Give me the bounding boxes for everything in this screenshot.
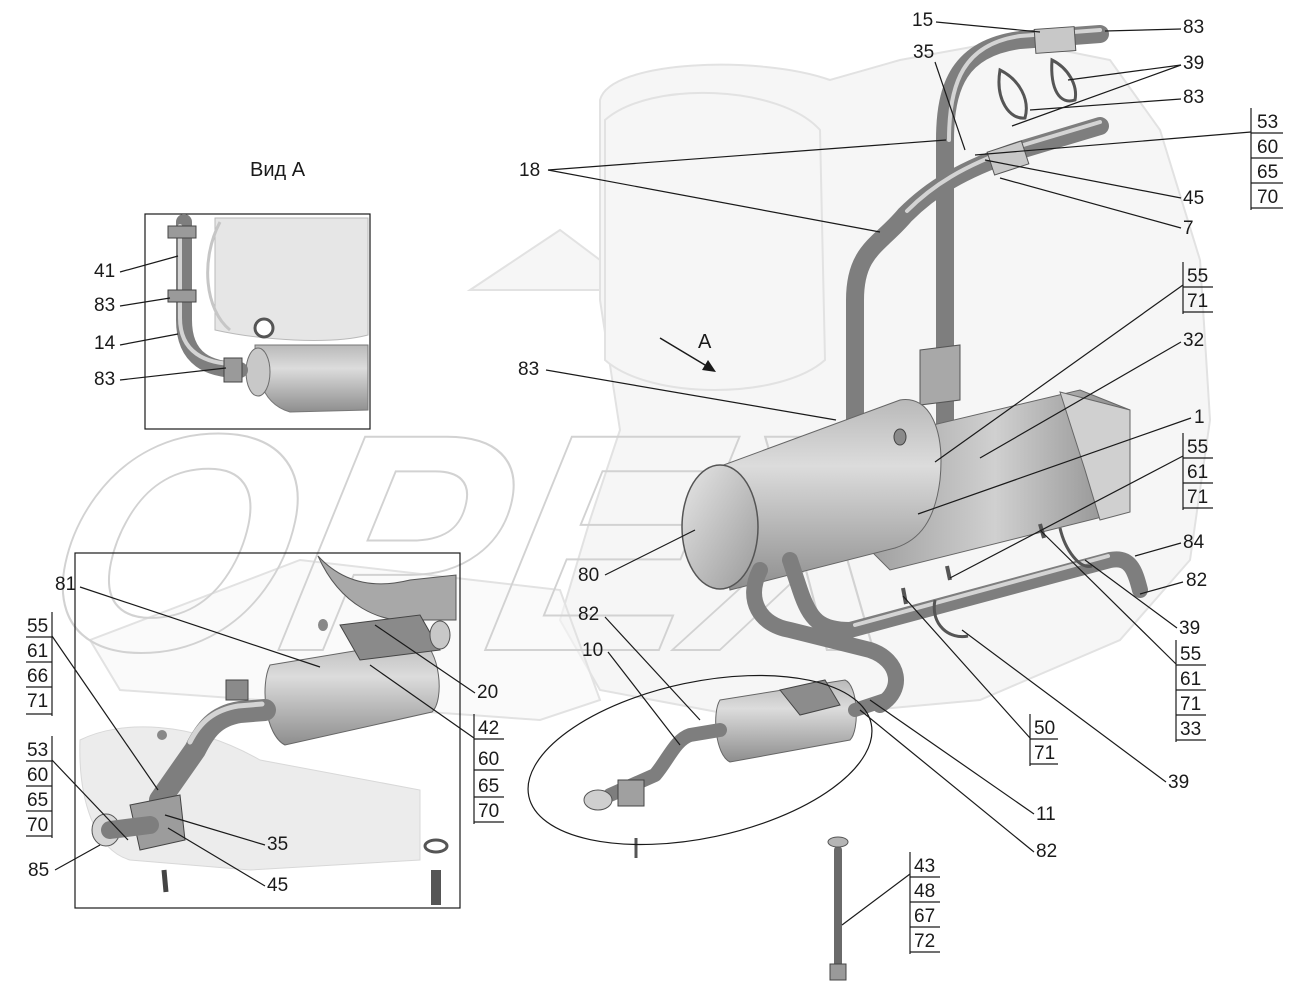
view-a-drawing — [167, 214, 369, 413]
stack-item: 33 — [1180, 719, 1201, 740]
stack-item: 61 — [27, 641, 48, 662]
stack-item: 71 — [1187, 291, 1208, 312]
stack-item: 48 — [914, 881, 935, 902]
stack-item: 42 — [478, 718, 499, 739]
stack-item: 71 — [1180, 694, 1201, 715]
detail-frame — [74, 552, 461, 909]
stack-item: 55 — [1187, 266, 1208, 287]
callout-82: 82 — [1036, 841, 1057, 862]
main-callouts: 15 83 35 39 83 18 45 7 32 83 1 80 84 82 … — [518, 10, 1207, 862]
callout-84: 84 — [1183, 532, 1205, 553]
stack-item: 60 — [27, 765, 48, 786]
callout-7: 7 — [1183, 218, 1194, 239]
stack-item: 60 — [478, 749, 499, 770]
callout-45: 45 — [1183, 188, 1204, 209]
callout-15: 15 — [912, 10, 933, 31]
stack-item: 70 — [478, 801, 499, 822]
stack-item: 65 — [478, 776, 499, 797]
callout-1: 1 — [1194, 407, 1205, 428]
callout-20: 20 — [477, 682, 498, 703]
callout-80: 80 — [578, 565, 599, 586]
stack-item: 70 — [27, 815, 48, 836]
view-arrow: A — [659, 331, 716, 372]
detail-callouts: 81 20 35 45 85 — [28, 574, 498, 896]
callout-85: 85 — [28, 860, 49, 881]
stack-item: 65 — [27, 790, 48, 811]
callout-11: 11 — [1036, 804, 1056, 825]
view-arrow-letter: A — [698, 331, 712, 353]
stack-item: 70 — [1257, 187, 1278, 208]
stack-item: 55 — [27, 616, 48, 637]
stack-item: 67 — [914, 906, 935, 927]
callout-35: 35 — [267, 834, 288, 855]
stack-50-71: 50 71 — [902, 595, 1058, 766]
callout-14: 14 — [94, 333, 116, 354]
stack-item: 66 — [27, 666, 48, 687]
callout-83: 83 — [94, 369, 115, 390]
stack-item: 60 — [1257, 137, 1278, 158]
callout-10: 10 — [582, 640, 603, 661]
view-a-title: Вид А — [250, 159, 306, 181]
callout-41: 41 — [94, 261, 115, 282]
stack-55-61-71-33: 55 61 71 33 — [1039, 529, 1206, 742]
callout-39: 39 — [1168, 772, 1189, 793]
stack-53-60-65-70: 53 60 65 70 — [974, 108, 1283, 210]
callout-39: 39 — [1183, 53, 1204, 74]
view-a-callouts: 41 83 14 83 — [94, 255, 227, 390]
callout-83: 83 — [94, 295, 115, 316]
stack-item: 53 — [27, 740, 48, 761]
callout-82: 82 — [578, 604, 599, 625]
stack-55-71: 55 71 — [934, 262, 1213, 463]
stack-43-48-67-72: 43 48 67 72 — [841, 852, 940, 954]
stack-item: 50 — [1034, 718, 1055, 739]
stack-item: 43 — [914, 856, 935, 877]
stack-item: 61 — [1187, 462, 1208, 483]
stack-item: 71 — [1187, 487, 1208, 508]
stack-detail-42-60-65-70: 42 60 65 70 — [369, 664, 504, 824]
callout-83: 83 — [1183, 87, 1204, 108]
callout-81: 81 — [55, 574, 76, 595]
stack-item: 65 — [1257, 162, 1278, 183]
stack-item: 55 — [1187, 437, 1208, 458]
callout-32: 32 — [1183, 330, 1204, 351]
callout-83: 83 — [1183, 17, 1204, 38]
stack-detail-53-60-65-70: 53 60 65 70 — [26, 736, 129, 841]
view-a-frame — [144, 213, 371, 430]
stack-item: 55 — [1180, 644, 1201, 665]
stack-item: 71 — [27, 691, 48, 712]
stack-detail-55-61-66-71: 55 61 66 71 — [26, 612, 159, 791]
callout-45: 45 — [267, 875, 288, 896]
callout-82: 82 — [1186, 570, 1207, 591]
callout-35: 35 — [913, 42, 934, 63]
stack-item: 53 — [1257, 112, 1278, 133]
stack-55-61-71: 55 61 71 — [949, 433, 1213, 579]
detail-drawing — [79, 555, 457, 905]
main-assembly-drawing — [527, 25, 1148, 981]
stack-item: 71 — [1034, 743, 1055, 764]
stack-item: 72 — [914, 931, 935, 952]
stack-item: 61 — [1180, 669, 1201, 690]
callout-83: 83 — [518, 359, 539, 380]
callout-39: 39 — [1179, 618, 1200, 639]
callout-18: 18 — [519, 160, 540, 181]
